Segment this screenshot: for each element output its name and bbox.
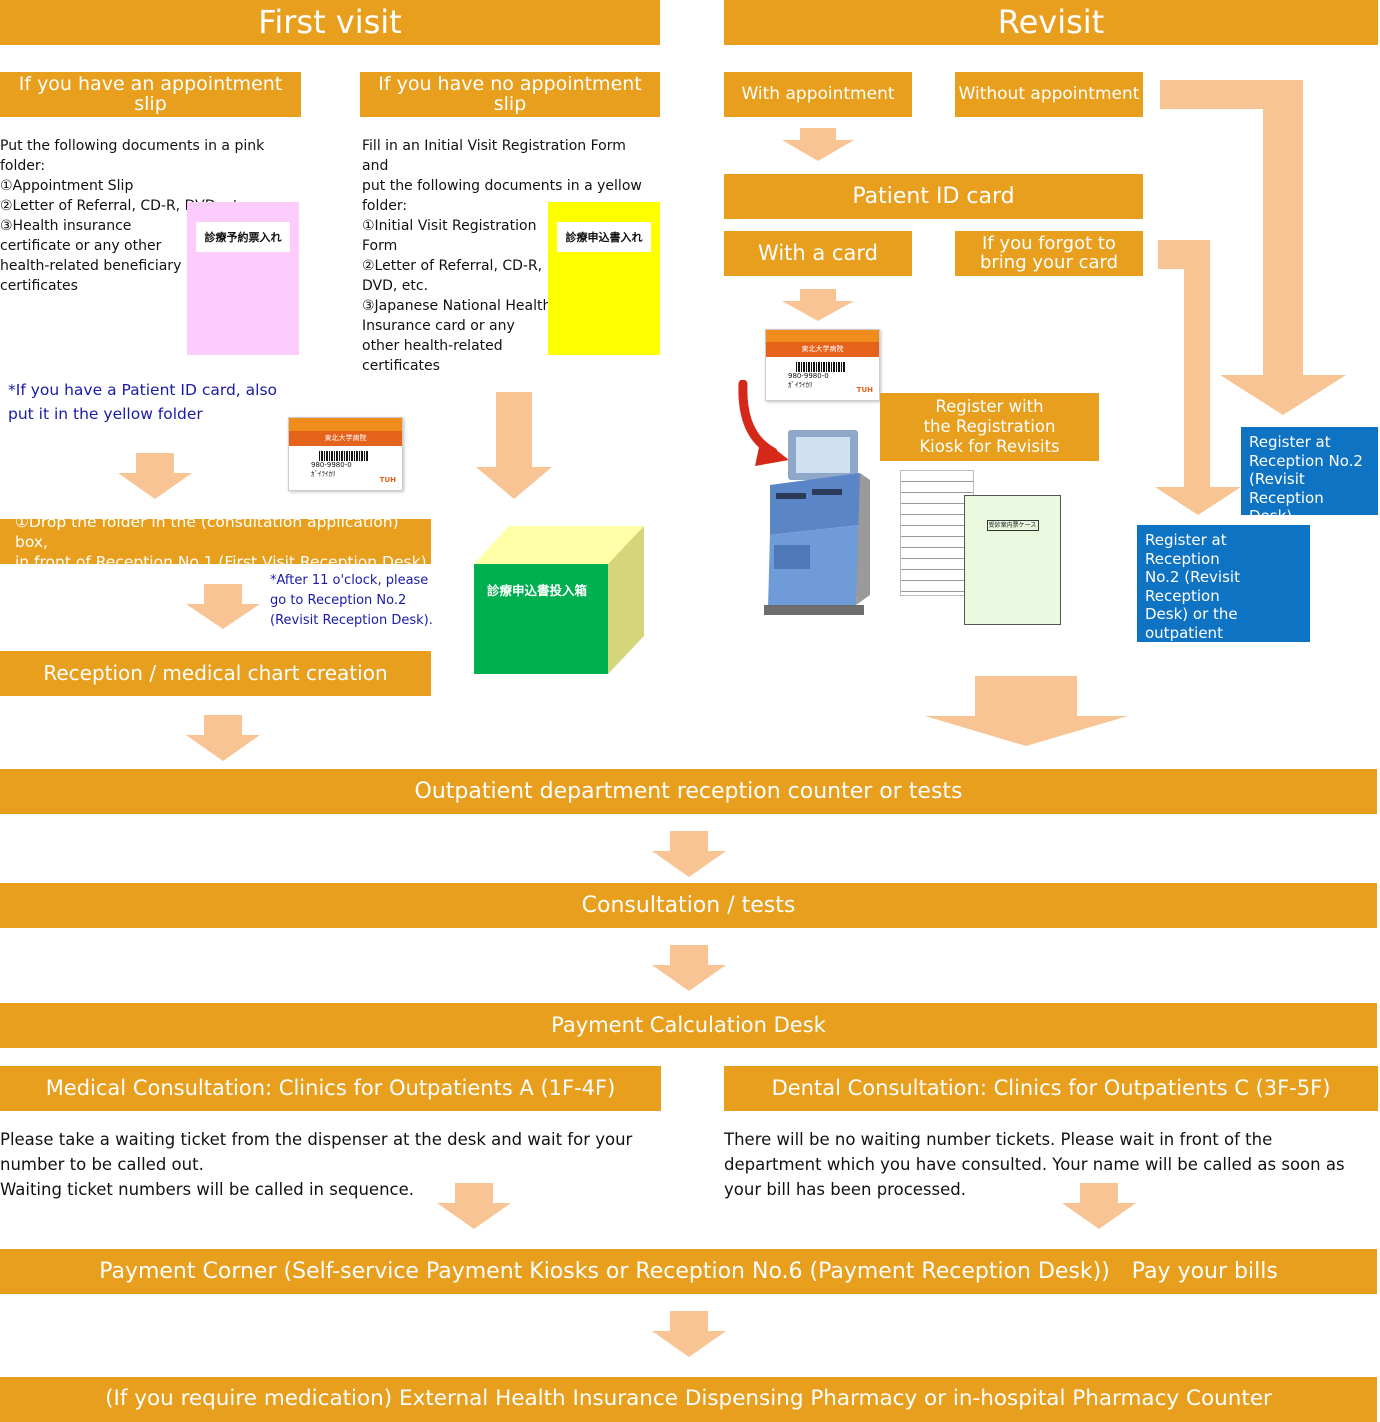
patient-card-note: *If you have a Patient ID card, also put… bbox=[8, 381, 278, 423]
first-visit-title: First visit bbox=[0, 0, 660, 45]
no-appointment-slip-heading: If you have no appointment slip bbox=[360, 72, 660, 117]
with-appointment-heading: With appointment bbox=[724, 72, 912, 117]
pink-folder: 診療予約票入れ bbox=[187, 202, 299, 355]
reception2-forgot-card: Register at Reception No.2 (Revisit Rece… bbox=[1137, 525, 1310, 679]
down-arrow-icon bbox=[437, 1183, 511, 1229]
consultation-step: Consultation / tests bbox=[0, 883, 1377, 928]
without-appointment-arrow-icon bbox=[1160, 80, 1346, 415]
card-number: 980-9980-0 bbox=[311, 461, 352, 469]
registration-kiosk-icon bbox=[764, 430, 870, 615]
outpatient-reception-step: Outpatient department reception counter … bbox=[0, 769, 1377, 814]
reception2-no-appointment: Register at Reception No.2 (Revisit Rece… bbox=[1241, 427, 1378, 525]
revisit-card-number: 980-9980-0 bbox=[788, 372, 829, 380]
dental-consultation-text: There will be no waiting number tickets.… bbox=[724, 1130, 1345, 1199]
dental-consultation-heading: Dental Consultation: Clinics for Outpati… bbox=[724, 1066, 1378, 1111]
card-hospital-name: 東北大学病院 bbox=[289, 431, 402, 446]
with-card-heading: With a card bbox=[724, 231, 912, 276]
merge-down-arrow-icon bbox=[925, 676, 1128, 746]
revisit-card-hospital-name: 東北大学病院 bbox=[766, 342, 879, 357]
patient-id-card: 東北大学病院 980-9980-0 ｶﾞｲﾗｲｶﾘ TUH bbox=[288, 417, 403, 491]
down-arrow-icon bbox=[782, 289, 854, 321]
down-arrow-icon bbox=[652, 1311, 726, 1357]
revisit-card-barcode bbox=[796, 362, 846, 372]
forgot-card-arrow-icon bbox=[1155, 240, 1241, 515]
down-arrow-icon bbox=[1062, 1183, 1136, 1229]
appointment-slip-heading: If you have an appointment slip bbox=[0, 72, 301, 117]
red-arrow-icon bbox=[738, 380, 789, 466]
medical-consultation-text: Please take a waiting ticket from the di… bbox=[0, 1130, 633, 1199]
payment-calculation-step: Payment Calculation Desk bbox=[0, 1003, 1377, 1048]
down-arrow-icon bbox=[476, 392, 552, 499]
down-arrow-icon bbox=[118, 453, 192, 499]
medical-consultation-heading: Medical Consultation: Clinics for Outpat… bbox=[0, 1066, 661, 1111]
pharmacy-step: (If you require medication) External Hea… bbox=[0, 1377, 1377, 1422]
revisit-card-logo: TUH bbox=[856, 386, 873, 394]
card-logo: TUH bbox=[379, 476, 396, 484]
payment-corner-step: Payment Corner (Self-service Payment Kio… bbox=[0, 1249, 1377, 1294]
down-arrow-icon bbox=[186, 715, 260, 761]
slip-case-title: 受診案内票ケース bbox=[986, 520, 1039, 531]
revisit-card-name: ｶﾞｲﾗｲｶﾘ bbox=[788, 381, 813, 389]
down-arrow-icon bbox=[186, 584, 260, 629]
consultation-application-box bbox=[474, 526, 644, 674]
down-arrow-icon bbox=[782, 128, 854, 161]
down-arrow-icon bbox=[652, 831, 726, 877]
drop-box-step: ①Drop the folder in the (consultation ap… bbox=[0, 513, 431, 571]
box-label: 診療申込書投入箱 bbox=[487, 583, 588, 598]
card-name: ｶﾞｲﾗｲｶﾘ bbox=[311, 470, 336, 478]
registration-form-sheet bbox=[900, 470, 974, 596]
yellow-folder-instructions: Fill in an Initial Visit Registration Fo… bbox=[362, 138, 642, 374]
card-barcode bbox=[319, 451, 369, 461]
revisit-patient-id-card: 東北大学病院 980-9980-0 ｶﾞｲﾗｲｶﾘ TUH bbox=[765, 329, 880, 401]
yellow-folder: 診療申込書入れ bbox=[548, 202, 660, 355]
consultation-slip-case: 受診案内票ケース bbox=[964, 495, 1061, 625]
yellow-folder-label: 診療申込書入れ bbox=[557, 222, 651, 252]
after-eleven-note: *After 11 o'clock, please go to Receptio… bbox=[270, 573, 433, 628]
revisit-title: Revisit bbox=[724, 0, 1378, 45]
pink-folder-label: 診療予約票入れ bbox=[196, 222, 290, 252]
patient-id-card-heading: Patient ID card bbox=[724, 174, 1143, 219]
forgot-card-heading: If you forgot to bring your card bbox=[955, 231, 1143, 276]
reception-chart-step: Reception / medical chart creation bbox=[0, 651, 431, 696]
kiosk-step: Register with the Registration Kiosk for… bbox=[880, 393, 1099, 461]
down-arrow-icon bbox=[652, 945, 726, 991]
without-appointment-heading: Without appointment bbox=[955, 72, 1143, 117]
